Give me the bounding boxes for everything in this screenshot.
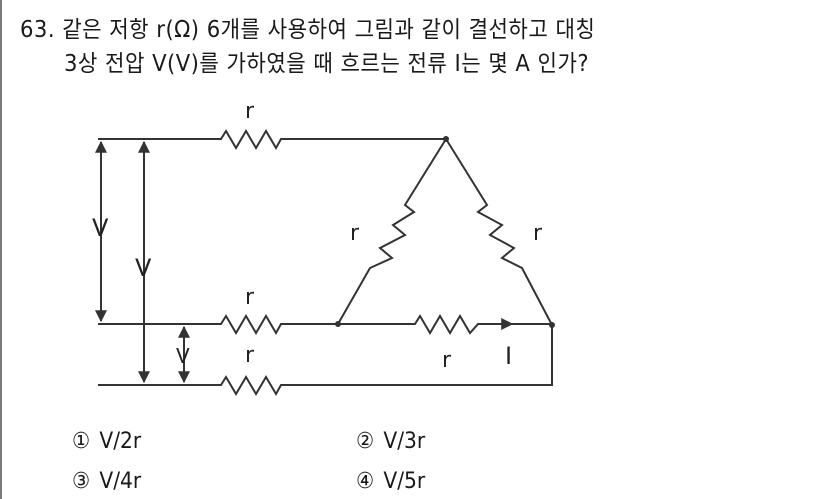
option-4-text: V/5r — [383, 469, 426, 494]
label-v-inner: V — [135, 254, 152, 282]
delta-left-resistor — [337, 138, 447, 325]
question-text-1: 같은 저항 r(Ω) 6개를 사용하여 그림과 같이 결선하고 대칭 — [62, 17, 596, 43]
option-1[interactable]: ① V/2r — [72, 429, 141, 454]
label-v-outer: V — [92, 214, 109, 242]
label-current: I — [505, 342, 512, 370]
label-r-delta-left: r — [350, 221, 360, 246]
top-wire — [98, 129, 446, 151]
middle-wire — [98, 314, 338, 336]
option-3-number: ③ — [72, 469, 91, 494]
option-1-text: V/2r — [99, 429, 142, 454]
option-3-text: V/4r — [99, 469, 142, 494]
delta-bottom-resistor — [338, 314, 552, 335]
option-4-number: ④ — [356, 469, 375, 494]
question-line-2: 3상 전압 V(V)를 가하였을 때 흐르는 전류 I는 몇 A 인가? — [64, 51, 590, 77]
delta-right-resistor — [445, 138, 553, 326]
label-r-bottom: r — [245, 343, 255, 368]
option-2[interactable]: ② V/3r — [356, 429, 425, 454]
option-1-number: ① — [72, 429, 91, 454]
bottom-wire — [98, 325, 553, 397]
label-v-small: V — [176, 344, 190, 368]
option-2-text: V/3r — [383, 429, 426, 454]
option-3[interactable]: ③ V/4r — [72, 469, 141, 494]
option-4[interactable]: ④ V/5r — [356, 469, 425, 494]
question-number: 63. — [20, 17, 56, 43]
label-r-delta-right: r — [533, 221, 543, 246]
page-left-border — [0, 0, 2, 499]
option-2-number: ② — [356, 429, 375, 454]
label-r-mid: r — [245, 285, 255, 310]
question-line-1: 63. 같은 저항 r(Ω) 6개를 사용하여 그림과 같이 결선하고 대칭 — [20, 10, 595, 44]
label-r-delta-bottom: r — [442, 348, 452, 373]
label-r-top: r — [245, 99, 255, 124]
